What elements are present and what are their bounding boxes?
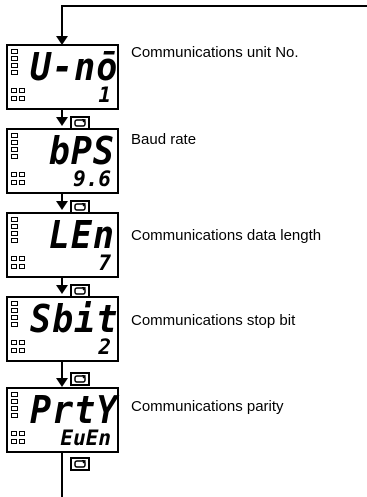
parameter-display: U-nō [30,45,119,90]
indicator-lamp [19,172,25,177]
indicator-lamp [11,147,18,152]
value-display: 2 [98,335,111,359]
indicator-lamp [19,431,25,436]
mode-key-icon [70,372,90,386]
display-panel-parity: PrtY EuEn [6,387,119,453]
value-display: EuEn [60,426,111,450]
arrow-down-icon [56,285,68,294]
parameter-display: bPS [48,129,115,174]
display-panel-stop-bit: Sbit 2 [6,296,119,362]
indicator-lamp [11,301,18,306]
indicator-lamp [11,413,18,418]
value-display: 9.6 [73,167,111,191]
indicator-lamp [11,88,17,93]
indicator-lamp [11,264,17,269]
parameter-display: Sbit [30,297,119,342]
indicator-lamp [11,56,18,61]
mode-key-icon [70,457,90,471]
value-display: 7 [98,251,111,275]
indicator-lamp [11,348,17,353]
indicator-lamp [19,348,25,353]
indicator-lamp [11,392,18,397]
indicator-lamp [11,49,18,54]
indicator-lamp [11,238,18,243]
indicator-lamp [11,308,18,313]
flow-line [61,278,63,289]
indicator-lamp [19,264,25,269]
display-panel-baud-rate: bPS 9.6 [6,128,119,194]
indicator-lamp [11,180,17,185]
flow-line [61,110,63,121]
indicator-lamp [11,140,18,145]
indicator-lamp [11,172,17,177]
parameter-caption: Communications unit No. [131,44,299,61]
indicator-lamp [11,217,18,222]
display-panel-data-length: LEn 7 [6,212,119,278]
indicator-lamp [11,439,17,444]
indicator-lamp [19,439,25,444]
flow-line [61,194,63,205]
indicator-lamp [19,88,25,93]
indicator-lamp [19,96,25,101]
indicator-lamp [19,180,25,185]
indicator-lamp [19,340,25,345]
value-display: 1 [98,83,111,107]
arrow-down-icon [56,117,68,126]
parameter-caption: Baud rate [131,131,197,148]
indicator-lamp [11,231,18,236]
indicator-lamp [11,256,17,261]
flow-line [61,362,63,382]
parameter-caption: Communications stop bit [131,312,296,329]
indicator-lamp [11,315,18,320]
indicator-lamp [11,133,18,138]
display-panel-unit-no: U-nō 1 [6,44,119,110]
indicator-lamp [11,96,17,101]
indicator-lamp [11,399,18,404]
loop-line-vertical [61,5,63,37]
parameter-display: PrtY [30,388,119,433]
indicator-lamp [19,256,25,261]
loop-line-horizontal [61,5,367,7]
parameter-display: LEn [48,213,115,258]
indicator-lamp [11,322,18,327]
indicator-lamp [11,431,17,436]
indicator-lamp [11,340,17,345]
indicator-lamp [11,154,18,159]
indicator-lamp [11,70,18,75]
indicator-lamp [11,224,18,229]
parameter-caption: Communications data length [131,227,322,244]
indicator-lamp [11,63,18,68]
arrow-down-icon [56,36,68,45]
indicator-lamp [11,406,18,411]
flow-line [61,453,63,497]
arrow-down-icon [56,378,68,387]
parameter-caption: Communications parity [131,398,284,415]
arrow-down-icon [56,201,68,210]
